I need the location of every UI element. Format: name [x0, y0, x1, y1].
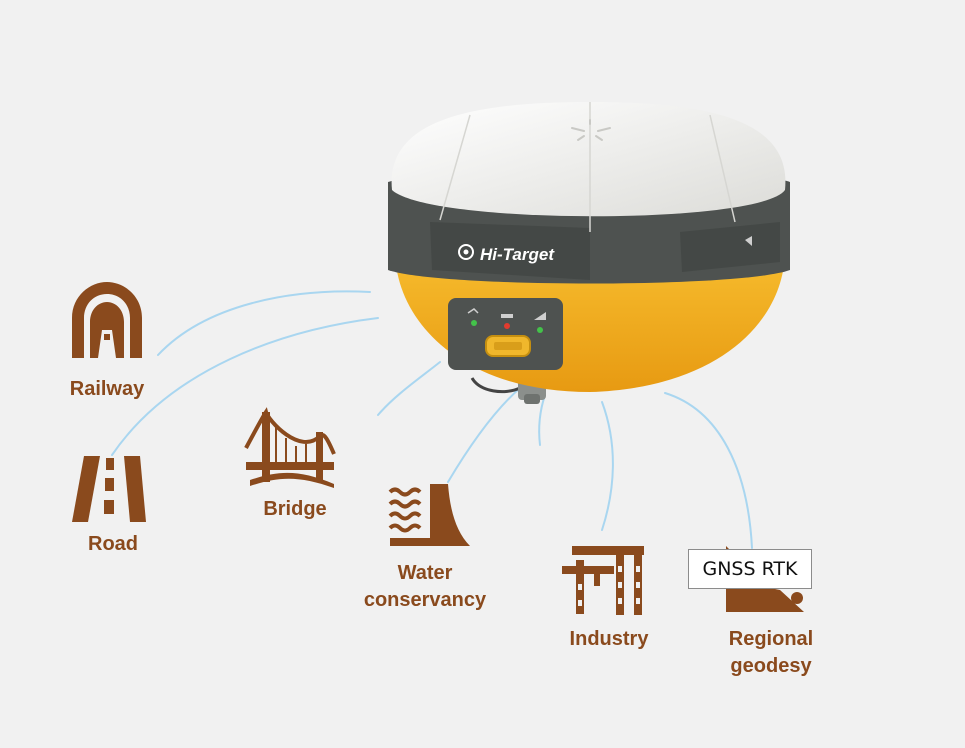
- regional-geodesy-mountain-icon: [726, 546, 804, 612]
- label-industry: Industry: [569, 628, 649, 650]
- brand-name: Hi-Target: [480, 245, 555, 264]
- signal-line-water-2: [538, 394, 546, 446]
- label-regional-geodesy: Regional geodesy: [712, 626, 830, 680]
- signal-line-bridge: [377, 361, 441, 416]
- bridge-icon: [244, 407, 336, 488]
- label-geodesy-line1: Regional: [728, 628, 814, 650]
- label-water-line1: Water: [397, 562, 453, 584]
- signal-line-geodesy: [664, 392, 753, 549]
- road-icon: [72, 456, 146, 522]
- speaker-icon: [745, 236, 752, 246]
- satellite-status-icon: [467, 308, 479, 314]
- label-bridge: Bridge: [263, 498, 327, 520]
- signal-status-icon: [534, 312, 546, 320]
- label-road: Road: [88, 533, 138, 555]
- water-dam-icon: [388, 484, 470, 546]
- receiver-dome: [391, 102, 786, 217]
- control-panel: [448, 298, 563, 370]
- signal-line-water: [447, 387, 521, 483]
- label-geodesy-line2: geodesy: [730, 655, 812, 677]
- dome-logo-icon: [571, 119, 611, 141]
- tooltip: GNSS RTK: [688, 549, 812, 589]
- industry-crane-icon: [562, 546, 644, 615]
- signal-line-road: [111, 317, 379, 456]
- signal-lines: [111, 290, 753, 549]
- label-water-conservancy: Water conservancy: [352, 560, 498, 614]
- label-water-line2: conservancy: [363, 589, 487, 611]
- signal-line-industry: [601, 401, 614, 531]
- brand-logo-icon: [458, 244, 474, 260]
- signal-line-railway: [157, 290, 371, 356]
- gnss-receiver: Hi-Target: [388, 102, 790, 404]
- label-railway: Railway: [69, 378, 145, 400]
- battery-status-icon: [501, 314, 513, 318]
- railway-tunnel-icon: [72, 282, 142, 358]
